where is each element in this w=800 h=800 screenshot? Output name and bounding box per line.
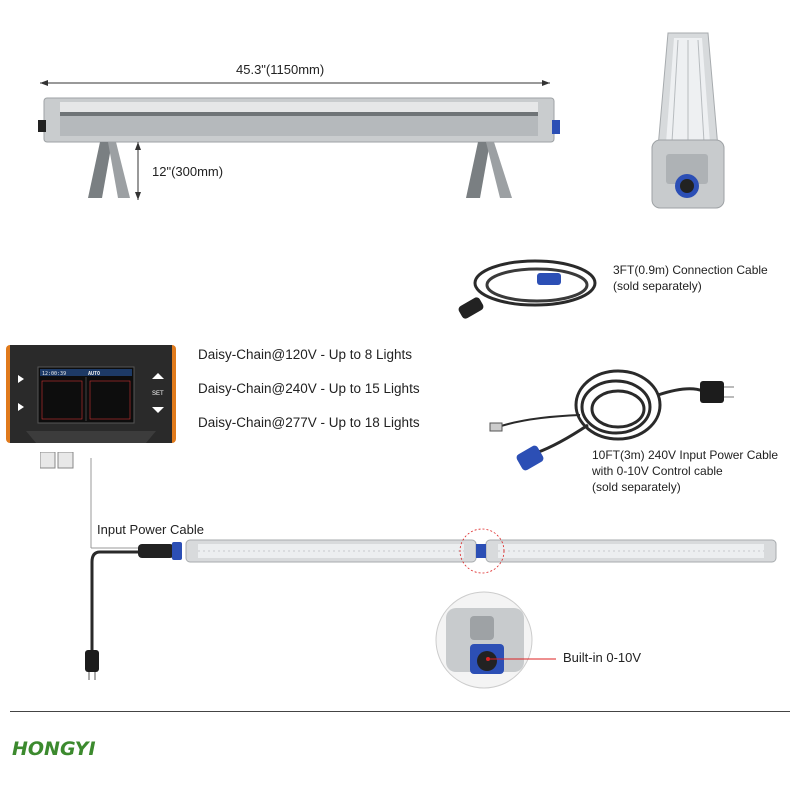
input-power-cable-label: Input Power Cable <box>97 522 204 537</box>
fixture-side-view <box>38 80 560 200</box>
connection-cable-title: 3FT(0.9m) Connection Cable <box>613 263 768 277</box>
length-label: 45.3"(1150mm) <box>236 62 325 77</box>
left-arrow-icon <box>18 375 24 383</box>
bottom-plug-icon <box>85 650 99 672</box>
connection-cable-icon <box>458 259 597 319</box>
controller-unit: 12:00:39 AUTO SET <box>6 345 176 443</box>
up-arrow-icon <box>152 373 164 379</box>
separator-line <box>10 711 790 712</box>
daisy-chain-240v: Daisy-Chain@240V - Up to 15 Lights <box>198 381 420 396</box>
power-cable-icon <box>489 369 734 471</box>
fixture-end-view <box>651 32 725 209</box>
end-plug <box>38 120 46 132</box>
connection-cable-caption: 3FT(0.9m) Connection Cable (sold separat… <box>613 262 768 294</box>
daisy-chain-277v: Daisy-Chain@277V - Up to 18 Lights <box>198 415 420 430</box>
connection-cable-note: (sold separately) <box>613 279 702 293</box>
power-cable-caption: 10FT(3m) 240V Input Power Cable with 0-1… <box>592 447 778 495</box>
height-label: 12"(300mm) <box>152 164 224 179</box>
daisy-chain-120v: Daisy-Chain@120V - Up to 8 Lights <box>198 347 413 362</box>
input-connector <box>172 542 182 560</box>
power-cable-note: (sold separately) <box>592 480 681 494</box>
blue-connector <box>552 120 560 134</box>
down-arrow-icon <box>152 407 164 413</box>
builtin-dimming-label: Built-in 0-10V <box>563 650 642 665</box>
plug-icon <box>700 381 724 403</box>
rj-ports <box>40 452 74 469</box>
power-cable-title: 10FT(3m) 240V Input Power Cable <box>592 448 779 462</box>
set-button: SET <box>152 391 164 397</box>
controller-mode: AUTO <box>88 371 100 377</box>
controller-time: 12:00:39 <box>42 371 66 377</box>
wiring-diagram <box>85 458 777 689</box>
power-cable-control: with 0-10V Control cable <box>592 464 723 478</box>
brand-logo: HONGYI <box>12 738 96 760</box>
